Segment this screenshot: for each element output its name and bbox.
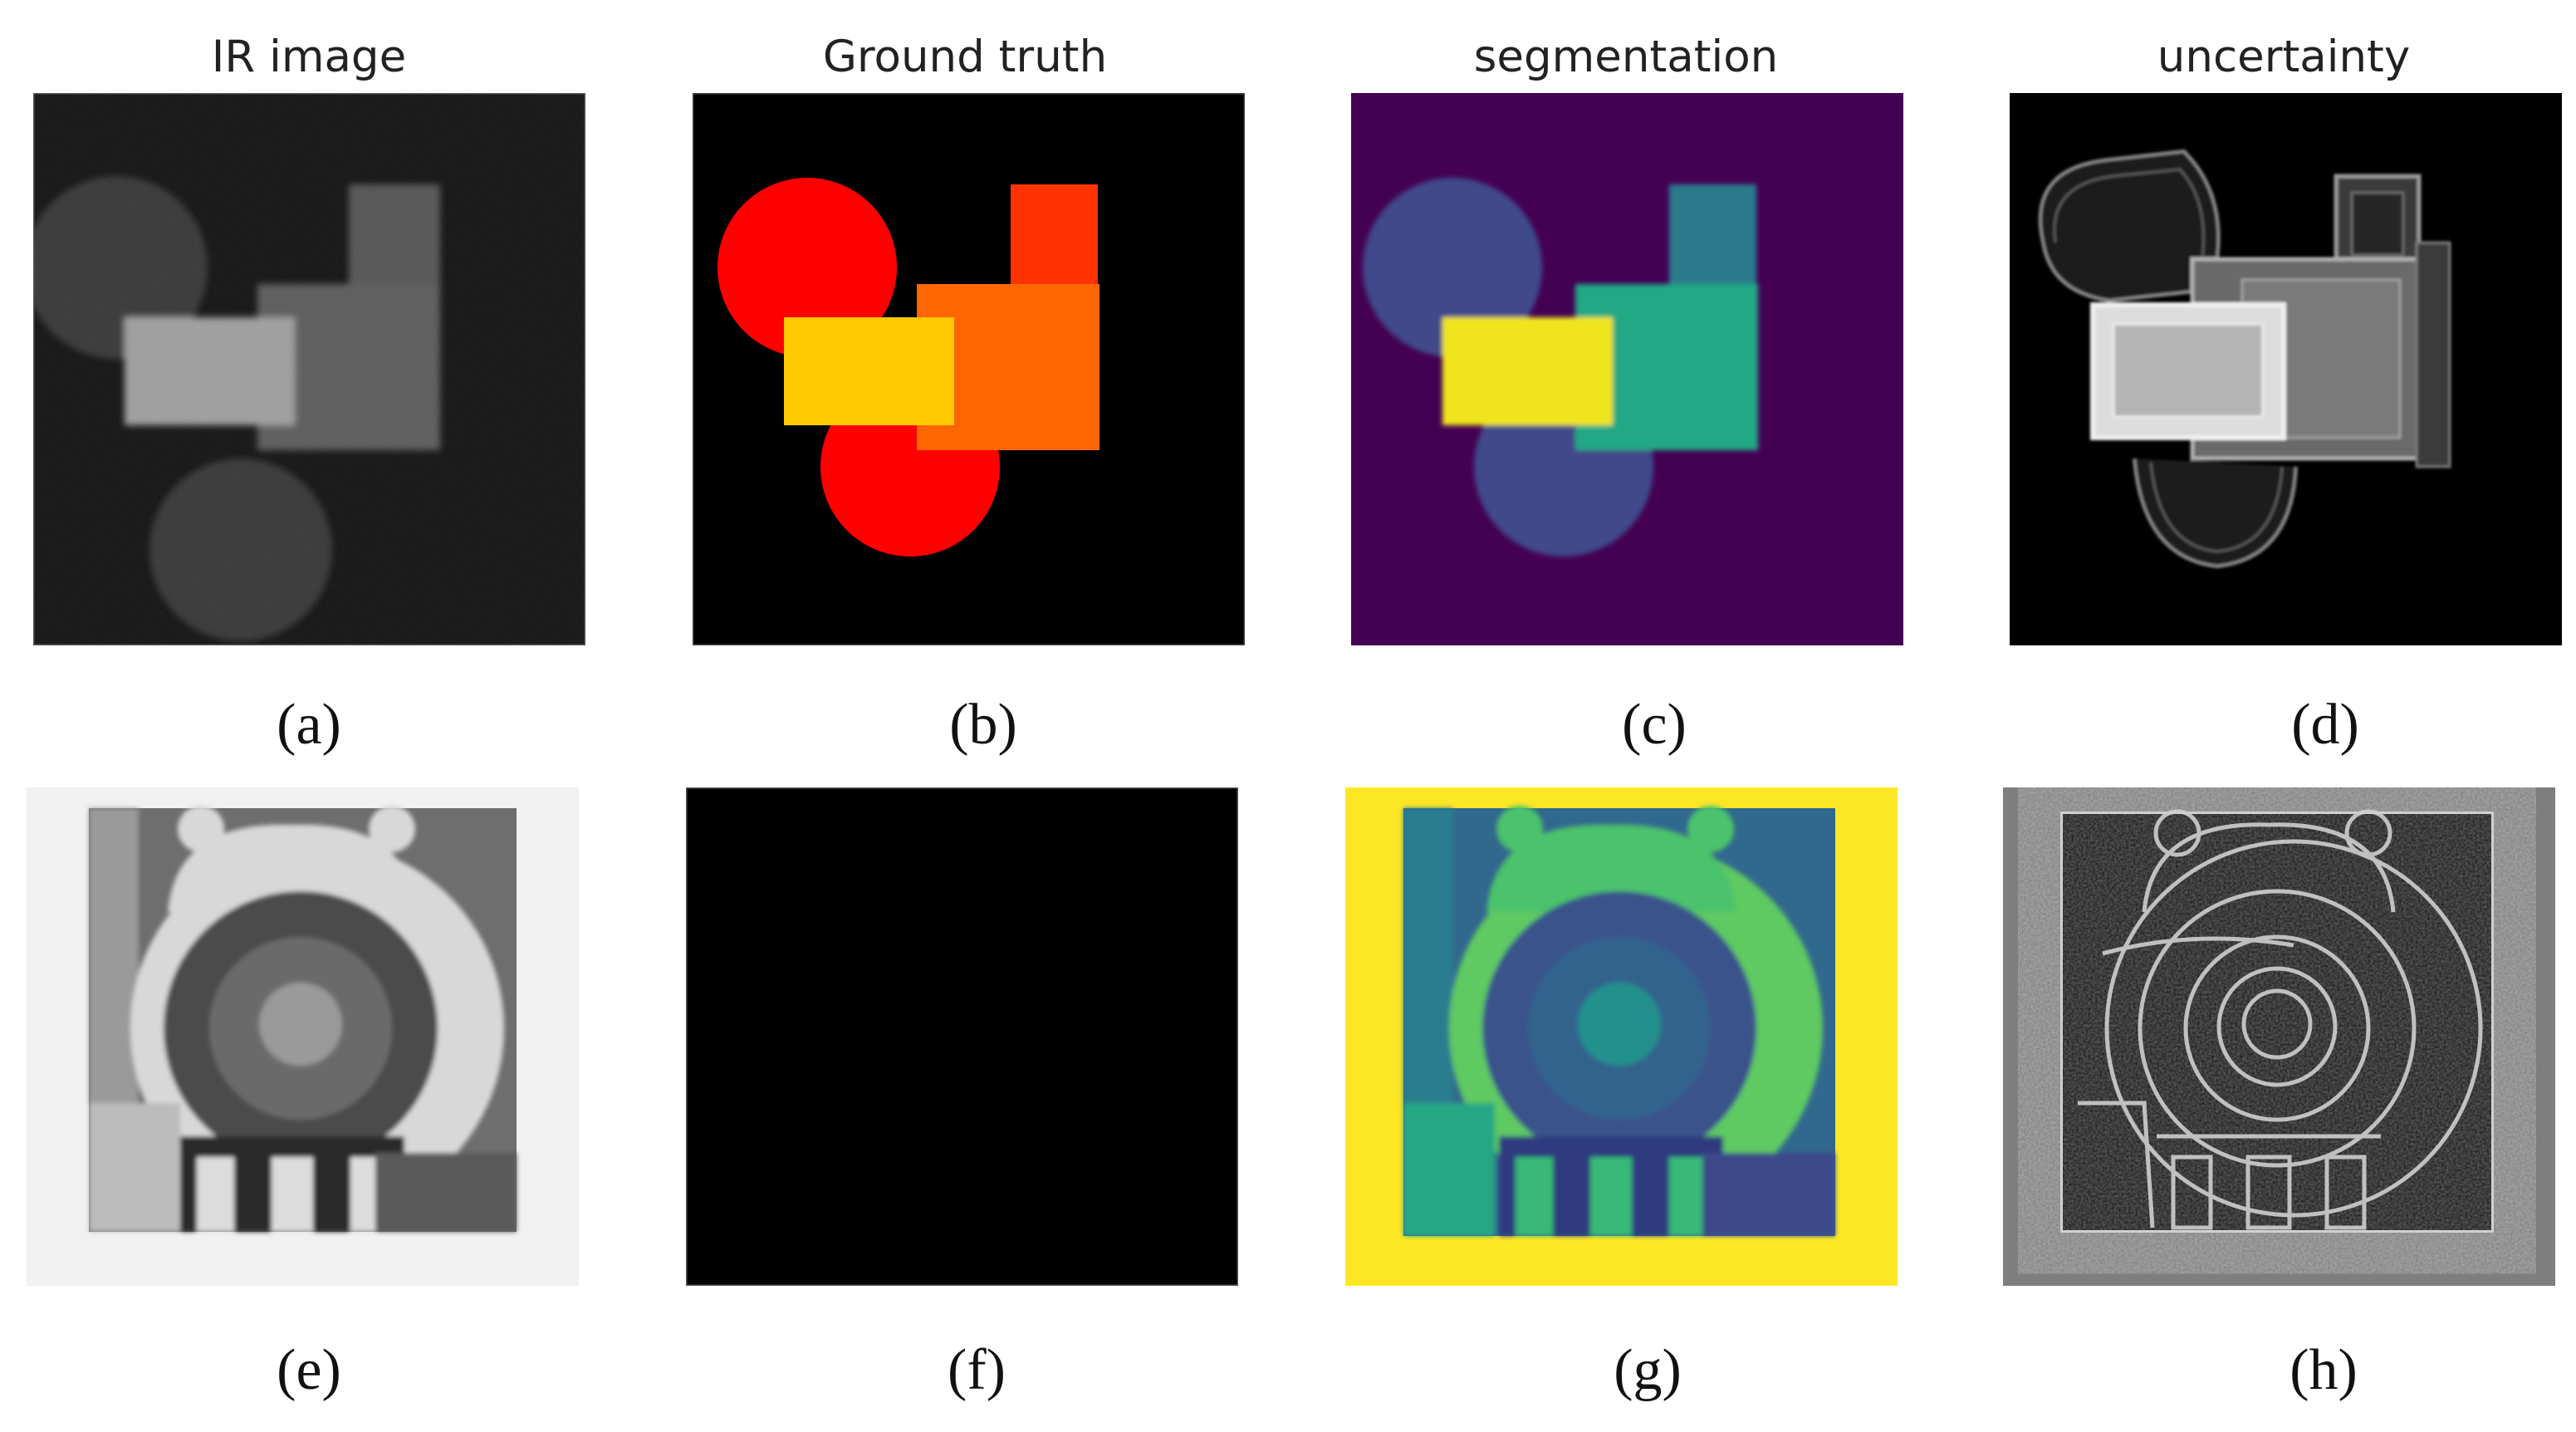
caption-b: (b) (949, 693, 1017, 757)
caption-h: (h) (2290, 1338, 2358, 1402)
uncertainty-real-image (2003, 787, 2555, 1286)
caption-a: (a) (277, 693, 341, 757)
caption-f: (f) (948, 1338, 1006, 1402)
caption-c: (c) (1622, 693, 1687, 757)
caption-e: (e) (277, 1338, 341, 1402)
panel-d-uncertainty (2010, 93, 2562, 645)
panel-c-segmentation (1351, 93, 1903, 645)
caption-g: (g) (1614, 1338, 1682, 1402)
panel-e-ir-image (27, 787, 579, 1286)
title-ground-truth: Ground truth (822, 32, 1108, 82)
caption-d: (d) (2291, 693, 2359, 757)
panel-a-ir-image (33, 93, 585, 645)
panel-b-ground-truth (693, 93, 1245, 645)
panel-f-ground-truth (686, 787, 1238, 1286)
uncertainty-synthetic-image (2010, 93, 2562, 645)
segmentation-synthetic-image (1351, 93, 1903, 645)
ir-real-image (27, 787, 579, 1286)
title-uncertainty: uncertainty (2157, 32, 2411, 82)
panel-h-uncertainty (2003, 787, 2555, 1286)
title-ir-image: IR image (211, 32, 407, 82)
ground-truth-real-image (686, 787, 1238, 1286)
ground-truth-image (693, 93, 1245, 645)
ir-synthetic-image (33, 93, 585, 645)
panel-g-segmentation (1345, 787, 1898, 1286)
segmentation-real-image (1345, 787, 1898, 1286)
title-segmentation: segmentation (1473, 32, 1779, 82)
